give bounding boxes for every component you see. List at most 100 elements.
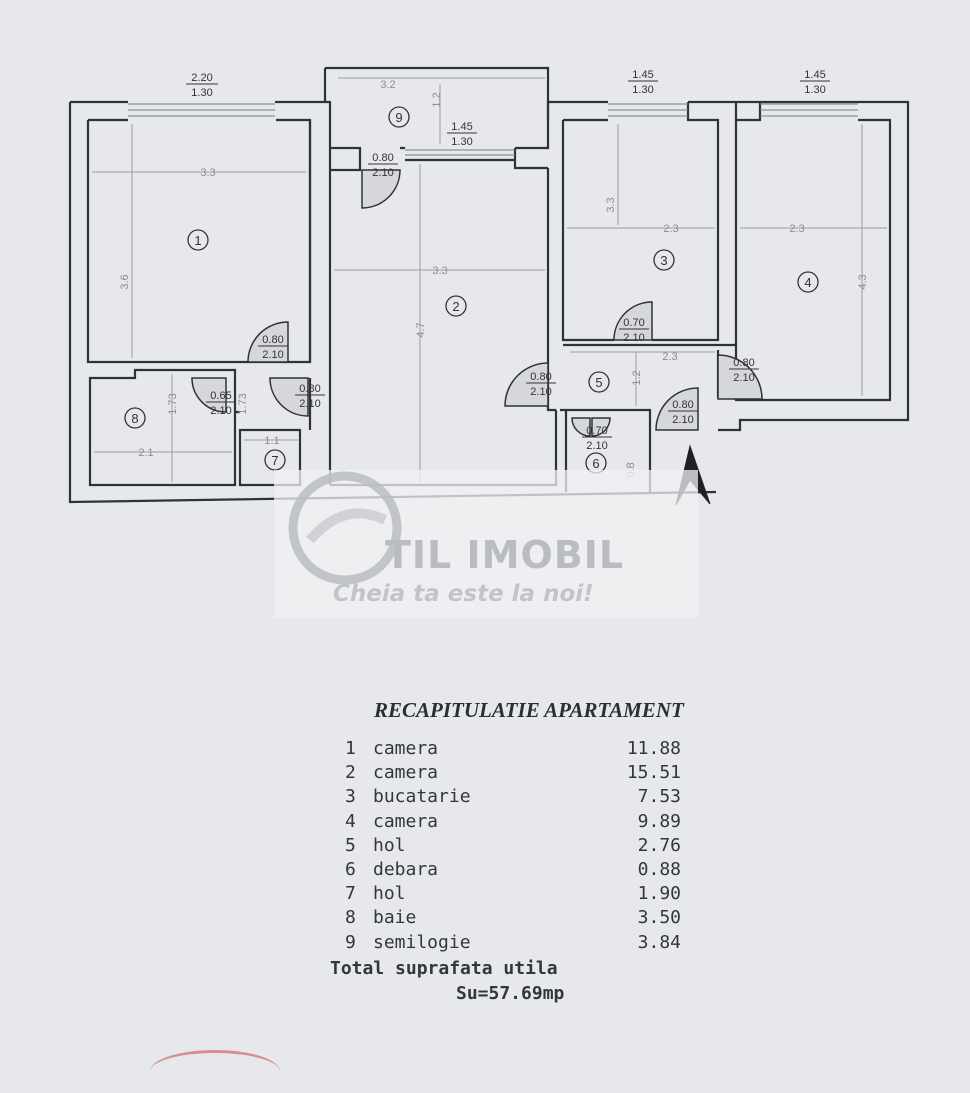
row-room-name: hol	[373, 883, 406, 905]
row-area: 0.88	[637, 858, 681, 880]
row-room-name: camera	[373, 762, 439, 784]
room-number-1: 1	[194, 233, 201, 248]
room-number-5: 5	[595, 375, 602, 390]
summary-row: 6 debara 0.88	[345, 859, 705, 883]
dim-room7-height: 1.73	[237, 393, 249, 414]
row-room-name: semilogie	[373, 931, 471, 953]
door-2-bottom: 2.10	[262, 349, 283, 361]
row-area: 1.90	[637, 883, 681, 905]
door-3-bottom: 2.10	[299, 398, 320, 410]
dim-room2-height: 4.7	[415, 322, 427, 337]
row-index: 4	[345, 810, 356, 832]
summary-row: 3 bucatarie 7.53	[345, 786, 705, 810]
window-lines	[128, 103, 858, 156]
row-area: 9.89	[637, 810, 681, 832]
door-1-bottom: 2.10	[372, 167, 393, 179]
dimension-lines	[92, 77, 887, 482]
floor-plan: 1 2 3 4 5 6 7 8 9 3.3 3.6 3.3 4.7 2.3 3.…	[68, 66, 910, 618]
window-2-top: 1.45	[632, 69, 653, 81]
dim-room4-width: 2.3	[789, 223, 804, 235]
watermark: TIL IMOBIL Cheia ta este la noi!	[274, 470, 698, 618]
room-number-4: 4	[804, 275, 811, 290]
door-8-top: 0.80	[672, 399, 693, 411]
summary-row: 2 camera 15.51	[345, 762, 705, 786]
dim-room9-width: 3.2	[380, 79, 395, 91]
watermark-slogan: Cheia ta este la noi!	[333, 581, 594, 607]
row-area: 2.76	[637, 834, 681, 856]
door-6-bottom: 2.10	[530, 386, 551, 398]
door-5-top: 0.70	[623, 317, 644, 329]
summary-row: 5 hol 2.76	[345, 835, 705, 859]
summary-row: 1 camera 11.88	[345, 738, 705, 762]
dim-room4-height: 4.3	[857, 274, 869, 289]
room-number-8: 8	[131, 411, 138, 426]
row-room-name: baie	[373, 907, 417, 929]
row-index: 5	[345, 834, 356, 856]
room-number-3: 3	[660, 253, 667, 268]
window-3-bottom: 1.30	[804, 84, 825, 96]
watermark-logo-icon	[288, 471, 402, 585]
window-1-bottom: 1.30	[191, 87, 212, 99]
total-value: Su=57.69mp	[456, 983, 565, 1004]
watermark-brand: TIL IMOBIL	[385, 533, 624, 577]
door-swings	[191, 169, 763, 437]
window-3-top: 1.45	[804, 69, 825, 81]
row-index: 7	[345, 883, 356, 905]
room-number-9: 9	[395, 110, 402, 125]
dim-room9-height: 1.2	[431, 92, 443, 107]
summary-row: 9 semilogie 3.84	[345, 932, 705, 956]
walls	[68, 66, 910, 504]
door-9-top: 0.70	[586, 425, 607, 437]
door-3-top: 0.80	[299, 383, 320, 395]
row-area: 3.84	[637, 931, 681, 953]
dim-room5-width: 2.3	[662, 351, 677, 363]
row-area: 3.50	[637, 907, 681, 929]
room-number-2: 2	[452, 299, 459, 314]
summary-row: 4 camera 9.89	[345, 811, 705, 835]
door-2-top: 0.80	[262, 334, 283, 346]
summary-title: RECAPITULATIE APARTAMENT	[374, 698, 684, 722]
door-7-bottom: 2.10	[733, 372, 754, 384]
door-labels: 0.80 2.10 0.80 2.10 0.80 2.10 0.65 2.10 …	[206, 152, 759, 452]
door-7-top: 0.80	[733, 357, 754, 369]
row-index: 9	[345, 931, 356, 953]
dim-room1-width: 3.3	[200, 167, 215, 179]
row-index: 1	[345, 738, 356, 759]
room-number-7: 7	[271, 453, 278, 468]
stamp-icon	[150, 1050, 280, 1093]
dim-room5-height: 1.2	[631, 370, 643, 385]
dim-room2-width: 3.3	[432, 265, 447, 277]
row-room-name: bucatarie	[373, 786, 471, 808]
row-area: 7.53	[637, 786, 681, 808]
door-4-bottom: 2.10	[210, 405, 231, 417]
room-markers	[124, 106, 819, 474]
dim-room3-width: 2.3	[663, 223, 678, 235]
row-index: 2	[345, 762, 356, 784]
window-4-top: 1.45	[451, 121, 472, 133]
door-8-bottom: 2.10	[672, 414, 693, 426]
door-6-top: 0.80	[530, 371, 551, 383]
row-index: 3	[345, 786, 356, 808]
window-labels: 2.20 1.30 1.45 1.30 1.45 1.30 1.45 1.30	[186, 69, 830, 148]
door-1-top: 0.80	[372, 152, 393, 164]
row-index: 8	[345, 907, 356, 929]
door-4-top: 0.65	[210, 390, 231, 402]
dim-room1-height: 3.6	[119, 274, 131, 289]
door-5-bottom: 2.10	[623, 332, 644, 344]
dim-room8-height: 1.73	[167, 393, 179, 414]
room-number-6: 6	[592, 456, 599, 471]
window-2-bottom: 1.30	[632, 84, 653, 96]
row-room-name: hol	[373, 834, 406, 856]
row-area: 15.51	[626, 762, 681, 784]
total-label: Total suprafata utila	[330, 958, 558, 979]
window-1-top: 2.20	[191, 72, 212, 84]
summary-table: 1 camera 11.88 2 camera 15.51 3 bucatari…	[345, 738, 705, 956]
dim-room3-height: 3.3	[605, 197, 617, 212]
dim-room8-width: 2.1	[138, 447, 153, 459]
dim-room7-width: 1.1	[264, 435, 279, 447]
row-room-name: camera	[373, 810, 439, 832]
summary-row: 8 baie 3.50	[345, 907, 705, 931]
row-index: 6	[345, 858, 356, 880]
row-room-name: debara	[373, 858, 439, 880]
door-9-bottom: 2.10	[586, 440, 607, 452]
